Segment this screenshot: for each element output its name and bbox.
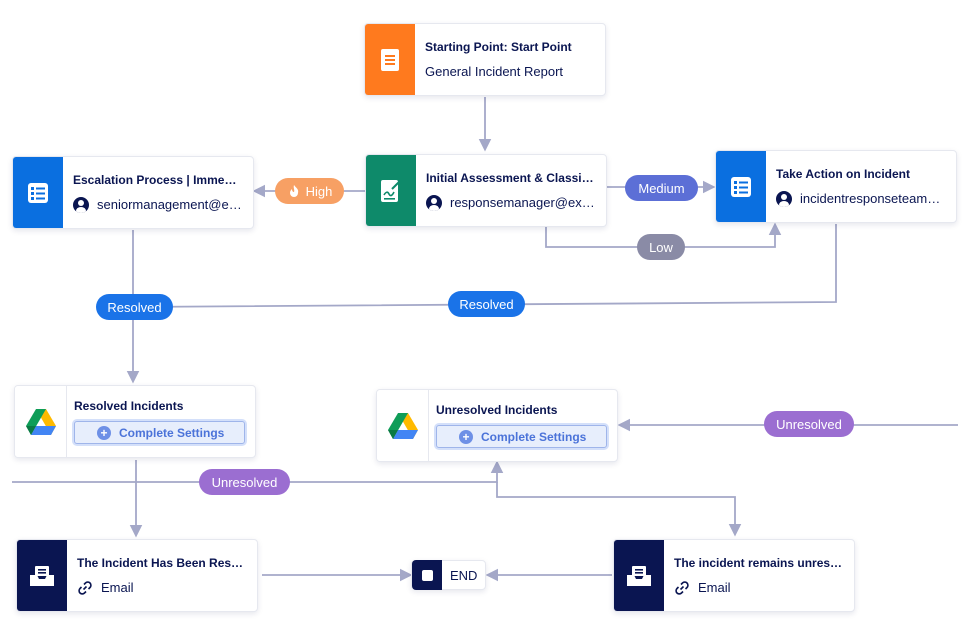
condition-high-label: High	[305, 183, 333, 199]
condition-high[interactable]: High	[275, 178, 344, 204]
complete-settings-label: Complete Settings	[119, 425, 225, 440]
avatar-icon	[776, 190, 792, 207]
email-unresolved-subtitle: Email	[674, 580, 844, 596]
email-unresolved-title: The incident remains unresol…	[674, 555, 844, 570]
escalation-node[interactable]: Escalation Process | Immedia… seniormana…	[12, 156, 254, 229]
link-icon	[675, 580, 689, 595]
end-label: END	[450, 567, 478, 583]
condition-unresolved-bottom[interactable]: Unresolved	[199, 469, 290, 495]
mail-inbox-icon	[17, 540, 67, 611]
assessment-node-title: Initial Assessment & Classific…	[426, 170, 596, 185]
unresolved-incidents-title: Unresolved Incidents	[436, 403, 558, 417]
take-action-node[interactable]: Take Action on Incident incidentresponse…	[715, 150, 957, 223]
start-node-title: Starting Point: Start Point	[425, 40, 572, 54]
avatar-icon	[73, 196, 89, 213]
google-drive-icon	[15, 386, 67, 457]
take-action-node-title: Take Action on Incident	[776, 166, 911, 181]
escalation-node-assignee: seniormanagement@e…	[73, 196, 243, 213]
stop-icon	[412, 560, 442, 590]
email-unresolved-node[interactable]: The incident remains unresol… Email	[613, 539, 855, 612]
email-resolved-title: The Incident Has Been Resol…	[77, 555, 247, 570]
resolved-incidents-node[interactable]: Resolved Incidents + Complete Settings	[14, 385, 256, 458]
plus-icon: +	[459, 429, 473, 444]
condition-medium-label: Medium	[638, 180, 685, 196]
condition-unresolved-top-label: Unresolved	[776, 416, 842, 432]
email-resolved-subtitle: Email	[77, 580, 247, 596]
condition-resolved-left-label: Resolved	[107, 299, 162, 315]
condition-low[interactable]: Low	[637, 234, 685, 260]
mail-inbox-icon	[614, 540, 664, 611]
checklist-icon	[716, 151, 766, 222]
take-action-node-assignee: incidentresponseteam…	[776, 190, 946, 207]
condition-resolved-right[interactable]: Resolved	[448, 291, 525, 317]
link-icon	[78, 580, 92, 595]
condition-resolved-right-label: Resolved	[459, 296, 514, 312]
flame-icon	[289, 185, 298, 197]
plus-icon: +	[97, 425, 111, 440]
end-node[interactable]: END	[411, 560, 486, 590]
complete-settings-button[interactable]: + Complete Settings	[74, 421, 245, 444]
avatar-icon	[426, 194, 442, 211]
signed-form-icon	[366, 155, 416, 226]
start-node-subtitle: General Incident Report	[425, 64, 564, 79]
google-drive-icon	[377, 390, 429, 461]
email-resolved-node[interactable]: The Incident Has Been Resol… Email	[16, 539, 258, 612]
assessment-node[interactable]: Initial Assessment & Classific… response…	[365, 154, 607, 227]
escalation-node-title: Escalation Process | Immedia…	[73, 172, 243, 187]
checklist-icon	[13, 157, 63, 228]
condition-low-label: Low	[649, 239, 673, 255]
complete-settings-button[interactable]: + Complete Settings	[436, 425, 607, 448]
connector-take-action-resolved	[132, 224, 837, 308]
complete-settings-label: Complete Settings	[481, 429, 587, 444]
start-node[interactable]: Starting Point: Start Point General Inci…	[364, 23, 606, 96]
assessment-node-assignee: responsemanager@ex…	[426, 194, 596, 211]
connector-unresolved-to-email	[496, 482, 742, 537]
unresolved-incidents-node[interactable]: Unresolved Incidents + Complete Settings	[376, 389, 618, 462]
document-icon	[365, 24, 415, 95]
condition-resolved-left[interactable]: Resolved	[96, 294, 173, 320]
condition-unresolved-top[interactable]: Unresolved	[764, 411, 854, 437]
resolved-incidents-title: Resolved Incidents	[74, 399, 184, 413]
condition-unresolved-bottom-label: Unresolved	[211, 474, 278, 490]
condition-medium[interactable]: Medium	[625, 175, 698, 201]
